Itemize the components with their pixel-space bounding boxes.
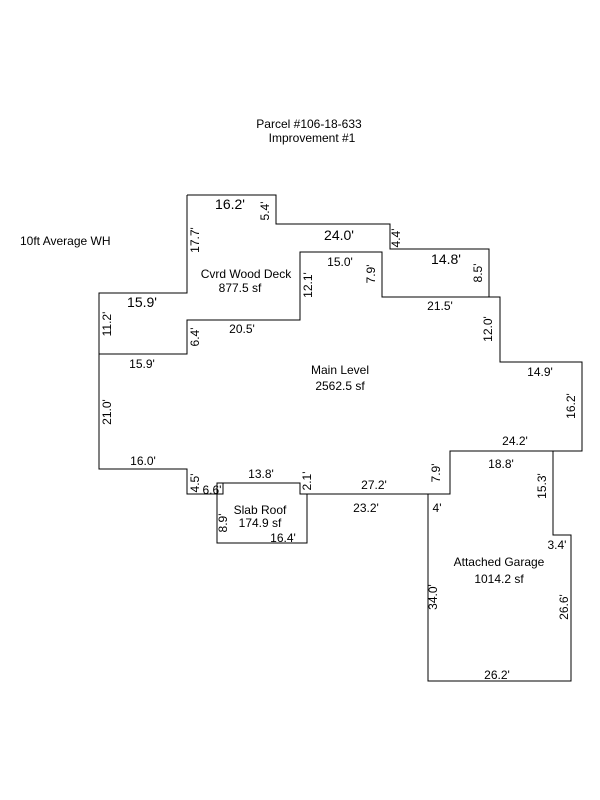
dim-label: 34.0' — [426, 584, 440, 610]
dim-label: 2.1' — [300, 472, 314, 491]
garage-outline — [427, 451, 572, 682]
parcel-title: Parcel #106-18-633 — [256, 117, 362, 131]
dim-label: 23.2' — [353, 501, 379, 515]
dim-label: 26.6' — [557, 594, 571, 620]
dim-label: 6.4' — [188, 328, 202, 347]
dim-label: 24.0' — [324, 227, 354, 243]
dim-label: 15.0' — [327, 255, 353, 269]
main-outline — [98, 194, 490, 355]
slab-roof-outline — [216, 482, 308, 544]
dim-label: 7.9' — [429, 464, 443, 483]
deck-area: 877.5 sf — [219, 281, 262, 295]
main-level-outline — [98, 296, 583, 495]
dim-label: 21.0' — [100, 399, 114, 425]
dim-label: 16.2' — [564, 393, 578, 419]
improvement-title: Improvement #1 — [269, 131, 356, 145]
dim-label: 21.5' — [427, 299, 453, 313]
dim-label: 26.2' — [484, 668, 510, 682]
dim-label: 13.8' — [248, 467, 274, 481]
dim-label: 17.7' — [188, 227, 202, 253]
garage-name: Attached Garage — [454, 555, 545, 569]
deck-name: Cvrd Wood Deck — [201, 267, 292, 281]
dim-label: 14.8' — [431, 251, 461, 267]
dim-label: 14.9' — [527, 365, 553, 379]
dim-label: 20.5' — [229, 322, 255, 336]
dim-label: 16.2' — [215, 196, 245, 212]
dim-label: 4' — [433, 501, 442, 515]
dim-label: 12.1' — [301, 272, 315, 298]
dim-label: 15.3' — [535, 473, 549, 499]
dim-label: 12.0' — [481, 316, 495, 342]
dim-label: 24.2' — [502, 434, 528, 448]
dim-label: 18.8' — [488, 457, 514, 471]
dim-label: 15.9' — [127, 294, 157, 310]
dim-label: 27.2' — [361, 478, 387, 492]
dim-label: 3.4' — [548, 538, 567, 552]
dim-label: 8.9' — [216, 514, 230, 533]
dim-label: 11.2' — [100, 312, 114, 337]
slab-name: Slab Roof — [234, 503, 287, 517]
slab-area: 174.9 sf — [239, 516, 282, 530]
dim-label: 6.6' — [203, 483, 222, 497]
garage-area: 1014.2 sf — [474, 572, 524, 586]
main-area: 2562.5 sf — [315, 379, 365, 393]
dim-label: 4.4' — [389, 229, 403, 248]
dim-label: 5.4' — [258, 202, 272, 221]
dim-label: 16.0' — [130, 454, 156, 468]
dim-label: 16.4' — [270, 531, 296, 545]
wall-height-note: 10ft Average WH — [20, 234, 111, 248]
dim-label: 8.5' — [471, 264, 485, 283]
dim-label: 4.5' — [188, 474, 202, 493]
dim-label: 15.9' — [129, 357, 155, 371]
main-name: Main Level — [311, 363, 369, 377]
dim-label: 7.9' — [364, 265, 378, 284]
